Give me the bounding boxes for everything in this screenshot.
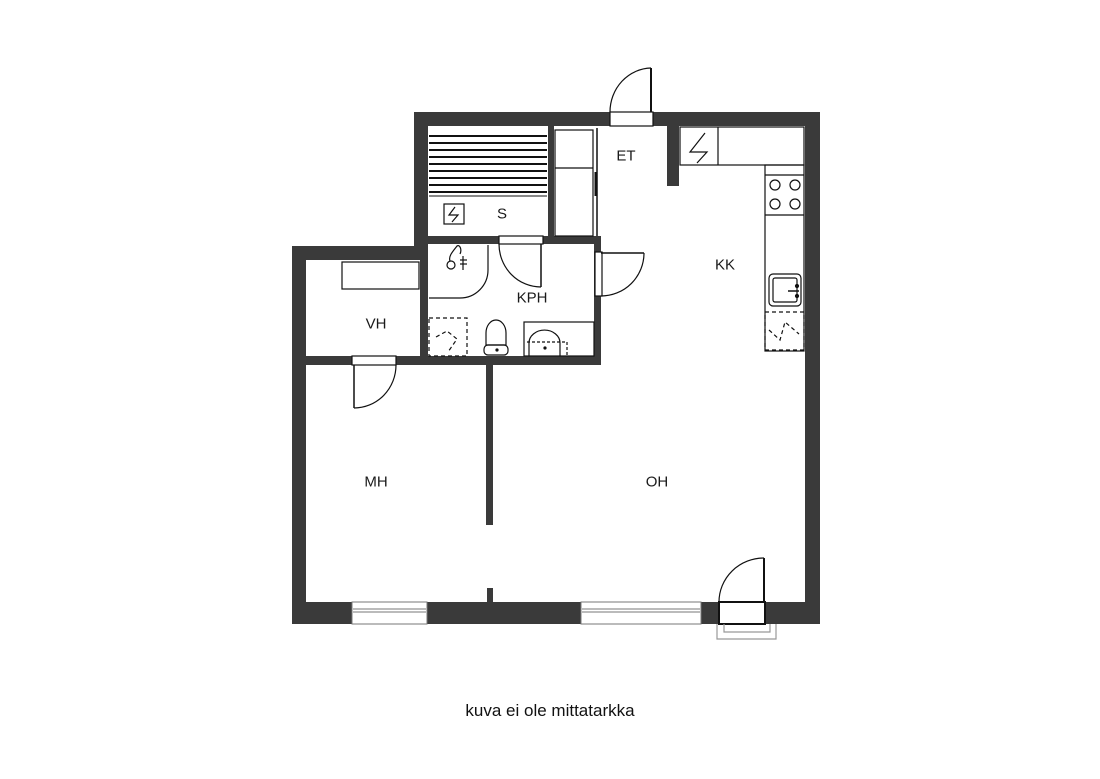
- washing-machine: [428, 317, 468, 357]
- stove-hob: [769, 179, 801, 210]
- dishwasher: [764, 311, 805, 351]
- kitchen-sink: [768, 273, 802, 307]
- toilet: [483, 319, 509, 356]
- sauna-stove-icon: [443, 203, 465, 225]
- room-label-vh: VH: [365, 315, 387, 333]
- kitchen-counter: [679, 126, 805, 352]
- room-label-oh: OH: [645, 473, 669, 491]
- electric-panel-icon: [688, 132, 709, 164]
- room-label-kk: KK: [714, 256, 736, 274]
- sauna-benches: [429, 135, 547, 197]
- kitchen-door: [594, 251, 645, 297]
- window-left: [351, 601, 428, 625]
- bedroom-door: [351, 355, 397, 409]
- room-label-kph: KPH: [516, 289, 548, 307]
- room-label-et: ET: [616, 147, 636, 165]
- room-label-mh: MH: [364, 473, 388, 491]
- window-right: [580, 601, 702, 625]
- shower: [429, 245, 489, 299]
- wardrobe: [554, 128, 598, 237]
- exterior-walls: [292, 112, 820, 624]
- bathroom-door: [498, 235, 544, 288]
- disclaimer-caption: kuva ei ole mittatarkka: [465, 701, 635, 720]
- balcony-door: [716, 557, 777, 640]
- vh-shelf: [341, 261, 420, 290]
- entrance-door: [609, 67, 654, 127]
- washbasin: [523, 321, 595, 357]
- room-label-s: S: [496, 205, 508, 223]
